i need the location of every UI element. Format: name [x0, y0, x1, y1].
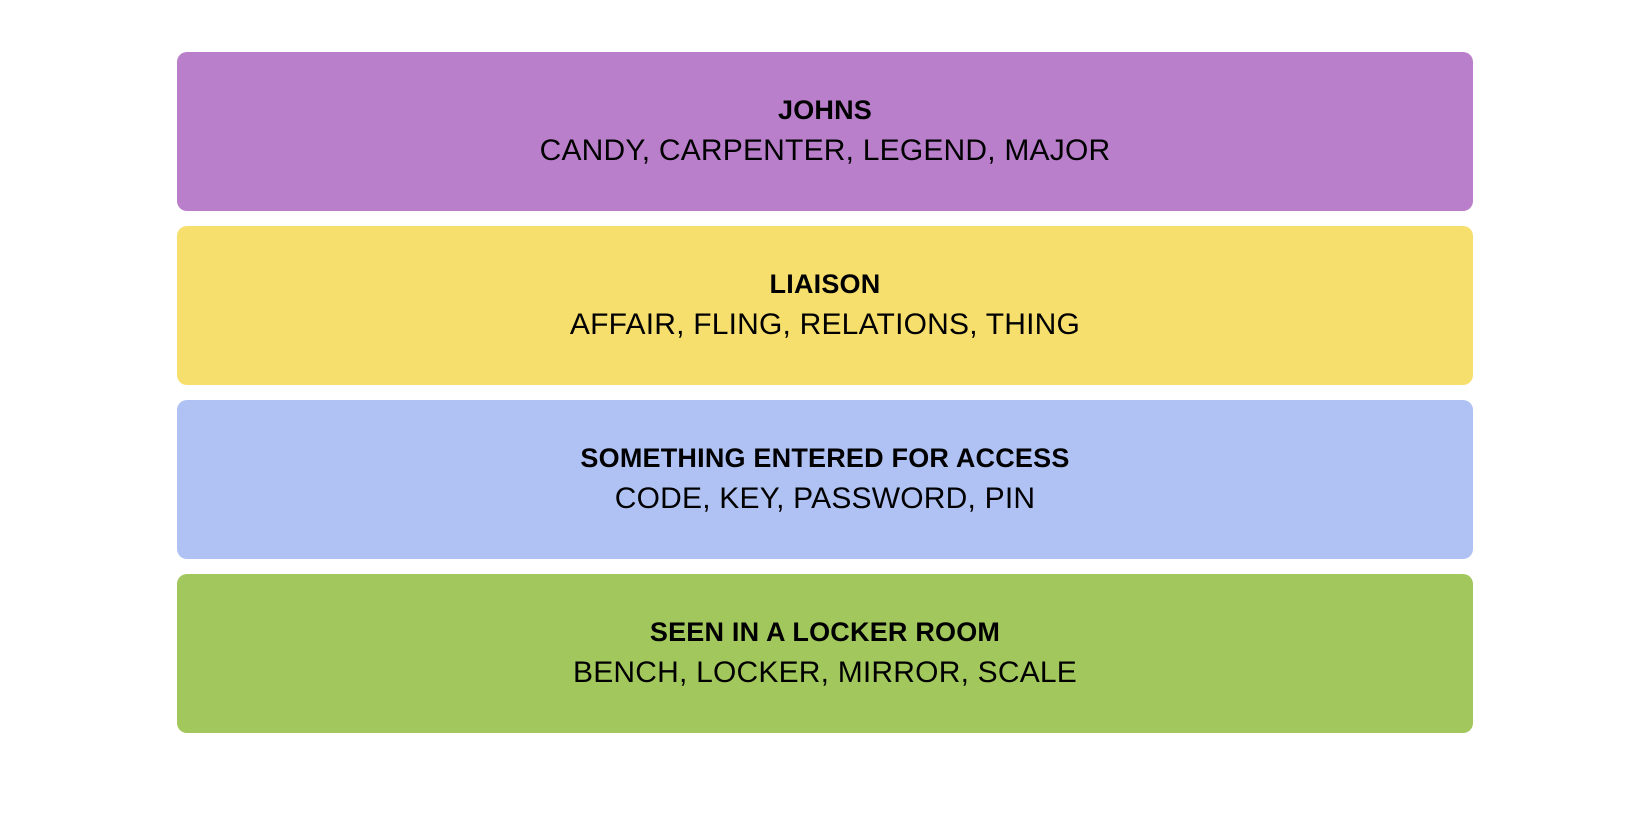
group-title: SOMETHING ENTERED FOR ACCESS — [580, 443, 1070, 474]
group-card-johns[interactable]: JOHNS CANDY, CARPENTER, LEGEND, MAJOR — [177, 52, 1473, 211]
group-title: SEEN IN A LOCKER ROOM — [649, 617, 1001, 648]
group-card-liaison[interactable]: LIAISON AFFAIR, FLING, RELATIONS, THING — [177, 226, 1473, 385]
group-title: JOHNS — [777, 95, 873, 126]
group-card-seen-in-a-locker-room[interactable]: SEEN IN A LOCKER ROOM BENCH, LOCKER, MIR… — [177, 574, 1473, 733]
group-members: CODE, KEY, PASSWORD, PIN — [614, 482, 1036, 516]
group-members: CANDY, CARPENTER, LEGEND, MAJOR — [539, 134, 1111, 168]
group-members: AFFAIR, FLING, RELATIONS, THING — [569, 308, 1081, 342]
group-title: LIAISON — [769, 269, 881, 300]
group-members: BENCH, LOCKER, MIRROR, SCALE — [572, 656, 1078, 690]
group-card-something-entered-for-access[interactable]: SOMETHING ENTERED FOR ACCESS CODE, KEY, … — [177, 400, 1473, 559]
